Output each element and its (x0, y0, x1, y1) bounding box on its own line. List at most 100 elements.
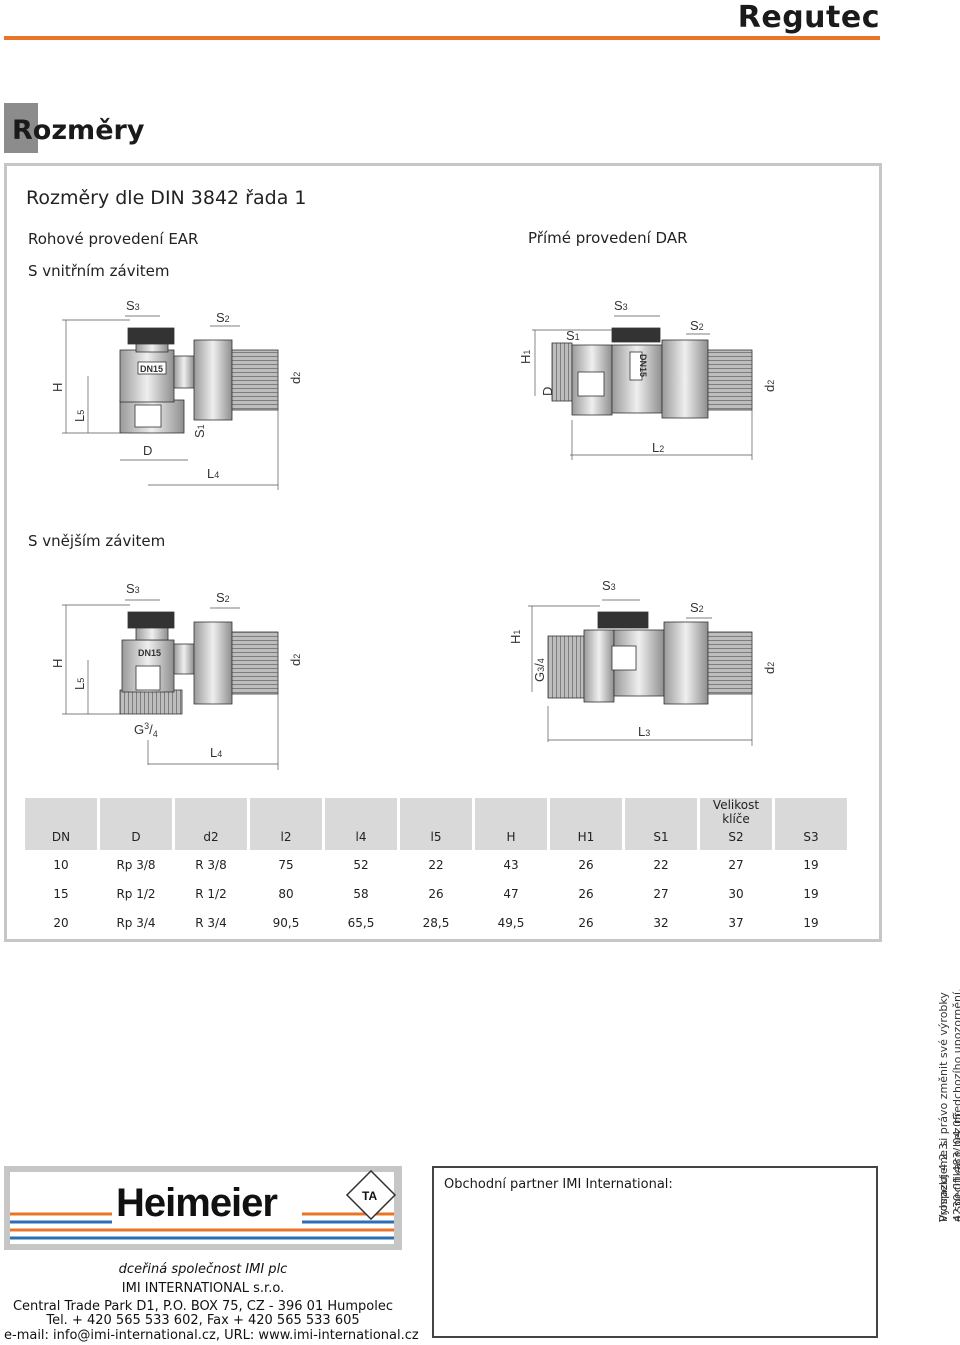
label-s1-2: S1 (566, 328, 580, 343)
label-l4-1: L4 (207, 466, 219, 481)
angle-version-label: Rohové provedení EAR (28, 230, 199, 248)
straight-version-label: Přímé provedení DAR (528, 229, 688, 247)
col-d: D (100, 798, 172, 850)
table-cell: 26 (578, 886, 594, 901)
table-row: 10 Rp 3/8 R 3/8 75 52 22 43 26 22 27 19 (25, 850, 847, 879)
label-g-3: G3/4 (134, 721, 158, 739)
table-cell: 15 (53, 886, 69, 901)
logo-panel: Heimeier TA (4, 1166, 402, 1250)
label-h-1: H (50, 383, 65, 392)
col-h: H (475, 798, 547, 850)
section-title: Rozměry (12, 115, 145, 146)
table-cell: 37 (728, 915, 744, 930)
table-cell: 90,5 (272, 915, 300, 930)
table-cell: 22 (653, 857, 669, 872)
table-cell: 22 (428, 857, 444, 872)
label-s2-4: S2 (690, 600, 704, 615)
table-cell: R 3/8 (195, 857, 227, 872)
table-cell: 47 (503, 886, 519, 901)
label-d-2: D (540, 387, 555, 396)
partner-label: Obchodní partner IMI International: (444, 1177, 673, 1192)
heimeier-logo: Heimeier (116, 1181, 277, 1225)
table-cell: R 3/4 (195, 915, 227, 930)
company-address: Central Trade Park D1, P.O. BOX 75, CZ -… (12, 1299, 393, 1314)
table-cell: 32 (653, 915, 669, 930)
table-cell: 75 (278, 857, 294, 872)
table-cell: 26 (428, 886, 444, 901)
wrench-size-header: Velikost klíče (712, 798, 760, 826)
table-row: 15 Rp 1/2 R 1/2 80 58 26 47 26 27 30 19 (25, 879, 847, 908)
label-s3-3: S3 (126, 581, 140, 596)
label-h1-4: H1 (508, 630, 523, 644)
table-cell: Rp 1/2 (116, 886, 156, 901)
table-cell: 19 (803, 886, 819, 901)
dimensions-panel (4, 163, 882, 942)
valve-mark-2: DN15 (638, 354, 648, 377)
table-cell: 58 (353, 886, 369, 901)
angle-valve-external (119, 611, 279, 715)
label-s3-4: S3 (602, 578, 616, 593)
label-g-4: G3/4 (532, 658, 547, 682)
table-cell: 20 (53, 915, 69, 930)
col-l5: l5 (400, 798, 472, 850)
brand-divider (4, 36, 880, 40)
label-l3-4: L3 (638, 724, 650, 739)
angle-valve-internal (119, 327, 279, 434)
table-cell: Rp 3/8 (116, 857, 156, 872)
table-cell: 27 (728, 857, 744, 872)
valve-mark-3: DN15 (138, 648, 161, 658)
label-s3-2: S3 (614, 298, 628, 313)
label-l2-2: L2 (652, 440, 664, 455)
table-cell: 43 (503, 857, 519, 872)
table-cell: 26 (578, 857, 594, 872)
table-cell: 19 (803, 857, 819, 872)
panel-title: Rozměry dle DIN 3842 řada 1 (26, 187, 307, 209)
straight-valve-internal (551, 327, 753, 419)
label-l4-3: L4 (210, 745, 222, 760)
table-body: 10 Rp 3/8 R 3/8 75 52 22 43 26 22 27 19 15 Rp 1/2 R 1… (25, 850, 847, 937)
table-cell: 19 (803, 915, 819, 930)
valve-drawings: S3 S2 H L5 S1 d2 D L4 S3 S2 S1 H1 D d2 L… (50, 298, 777, 770)
label-s3-1: S3 (126, 298, 140, 313)
brand-name: Regutec (737, 0, 880, 35)
label-d2-3: d2 (288, 654, 303, 666)
table-cell: 27 (653, 886, 669, 901)
label-s2-2: S2 (690, 318, 704, 333)
ta-logo-text: TA (362, 1189, 377, 1203)
table-cell: 52 (353, 857, 369, 872)
label-h-3: H (50, 659, 65, 668)
label-l5-3: L5 (72, 678, 87, 690)
col-dn: DN (25, 798, 97, 850)
partner-box (432, 1166, 878, 1338)
table-cell: 28,5 (422, 915, 450, 930)
table-cell: Rp 3/4 (116, 915, 156, 930)
col-d2: d2 (175, 798, 247, 850)
col-l2: l2 (250, 798, 322, 850)
ta-logo-icon (345, 1169, 397, 1221)
table-cell: 10 (53, 857, 69, 872)
straight-valve-external (547, 611, 753, 705)
table-cell: 49,5 (497, 915, 525, 930)
table-cell: 26 (578, 915, 594, 930)
external-thread-label: S vnějším závitem (28, 532, 166, 550)
label-d-1: D (143, 443, 152, 458)
dimension-lines (62, 315, 753, 770)
label-l5-1: L5 (72, 410, 87, 422)
company-phone: Tel. + 420 565 533 602, Fax + 420 565 53… (46, 1313, 360, 1328)
internal-thread-label: S vnitřním závitem (28, 262, 170, 280)
label-d2-1: d2 (288, 372, 303, 384)
col-h1: H1 (550, 798, 622, 850)
label-h1-2: H1 (518, 350, 533, 364)
company-contact: e-mail: info@imi-international.cz, URL: … (4, 1328, 419, 1343)
col-s3: S3 (775, 798, 847, 850)
section-marker (4, 103, 38, 153)
valve-mark-1: DN15 (140, 364, 163, 374)
table-cell: 30 (728, 886, 744, 901)
table-cell: 80 (278, 886, 294, 901)
table-cell: R 1/2 (195, 886, 227, 901)
label-d2-4: d2 (762, 662, 777, 674)
side-note-line3: Prospekt 4.2.3. (937, 1139, 950, 1222)
